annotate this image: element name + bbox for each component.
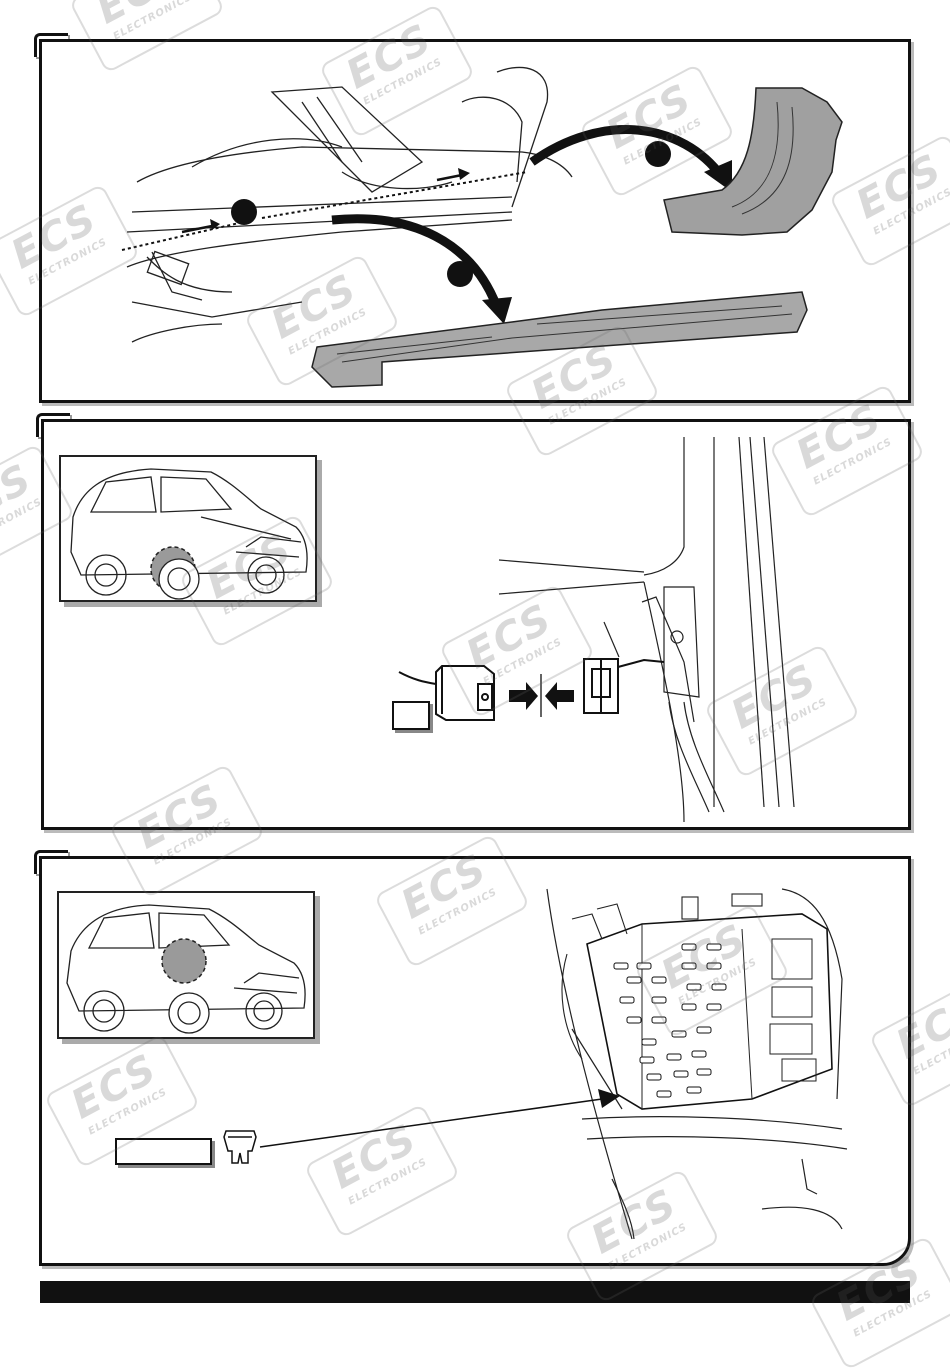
fuse-box-illustration	[223, 888, 848, 1240]
footer-bar	[40, 1281, 910, 1303]
car-icon	[70, 468, 308, 600]
car-icon-2	[66, 904, 306, 1034]
connector-plug-illustration	[398, 436, 795, 823]
step-1-panel	[39, 39, 911, 403]
connector-label-box	[392, 701, 430, 730]
fuse-label-box	[115, 1138, 212, 1165]
door-sill-trim-removal-illustration	[121, 66, 843, 388]
car-location-inset-2	[57, 891, 315, 1039]
car-location-inset	[59, 455, 317, 602]
fuse-icon	[223, 1130, 257, 1164]
step-2-panel	[41, 419, 911, 830]
step-3-panel	[39, 856, 911, 1266]
